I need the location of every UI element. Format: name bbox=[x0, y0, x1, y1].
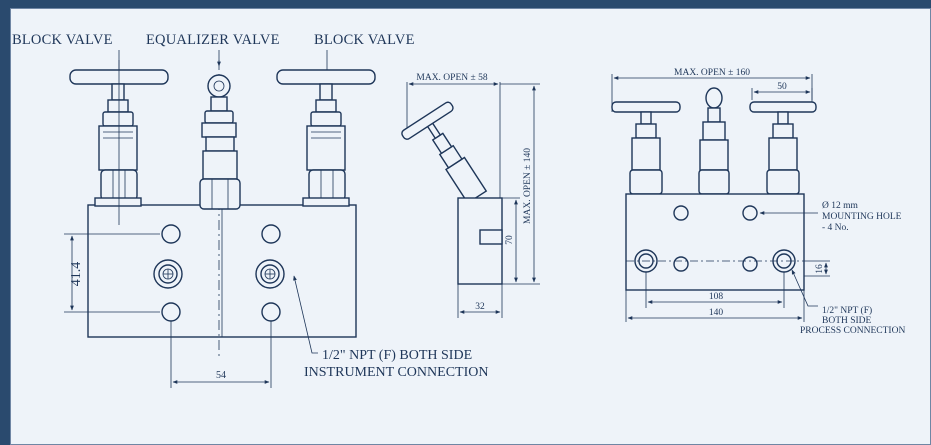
back-valve-right bbox=[749, 101, 817, 195]
side-dim-max-open-top: MAX. OPEN ± 58 bbox=[416, 73, 487, 83]
front-holes bbox=[153, 224, 285, 322]
leader-process bbox=[791, 269, 818, 307]
side-view: MAX. OPEN ± 58 MAX. OPEN ± 140 70 32 bbox=[401, 73, 540, 318]
note-mounting-1: Ø 12 mm bbox=[822, 201, 859, 211]
back-holes bbox=[626, 205, 804, 273]
back-dim-108: 108 bbox=[709, 292, 724, 302]
side-port bbox=[479, 229, 503, 245]
note-instrument-1: 1/2" NPT (F) BOTH SIDE bbox=[322, 348, 472, 363]
note-mounting-2: MOUNTING HOLE bbox=[822, 212, 902, 222]
leader-instrument bbox=[293, 275, 318, 354]
back-dim-max-open-top: MAX. OPEN ± 160 bbox=[674, 68, 750, 78]
side-dim-32: 32 bbox=[475, 302, 485, 312]
label-block-valve-right: BLOCK VALVE bbox=[314, 32, 415, 48]
note-process-2: BOTH SIDE bbox=[822, 316, 872, 326]
dim-41-4: 41.4 bbox=[69, 262, 84, 287]
front-block-valve-right bbox=[276, 69, 376, 207]
label-block-valve-left: BLOCK VALVE bbox=[12, 32, 113, 48]
back-valve-left bbox=[611, 101, 681, 195]
note-mounting-3: - 4 No. bbox=[822, 223, 849, 233]
front-block-valve-left bbox=[69, 60, 169, 225]
side-dim-70: 70 bbox=[505, 235, 515, 245]
back-dim-50: 50 bbox=[777, 82, 787, 92]
front-dim-width: 54 bbox=[170, 321, 272, 388]
back-dim-140: 140 bbox=[709, 308, 724, 318]
back-valve-middle bbox=[698, 87, 730, 195]
note-instrument-2: INSTRUMENT CONNECTION bbox=[304, 365, 488, 380]
dim-54: 54 bbox=[216, 370, 226, 381]
back-view: MAX. OPEN ± 160 50 bbox=[611, 68, 905, 336]
side-angled-valve bbox=[401, 101, 488, 204]
note-process-3: PROCESS CONNECTION bbox=[800, 326, 905, 336]
back-body bbox=[625, 193, 805, 291]
front-view: BLOCK VALVE EQUALIZER VALVE BLOCK VALVE bbox=[12, 32, 488, 388]
back-dim-16: 16 bbox=[815, 264, 825, 274]
front-dim-height: 41.4 bbox=[64, 233, 160, 313]
note-process-1: 1/2" NPT (F) bbox=[822, 305, 872, 316]
front-equalizer-valve bbox=[199, 74, 241, 210]
label-equalizer-valve: EQUALIZER VALVE bbox=[146, 32, 280, 48]
side-dim-max-open-side: MAX. OPEN ± 140 bbox=[523, 148, 533, 224]
